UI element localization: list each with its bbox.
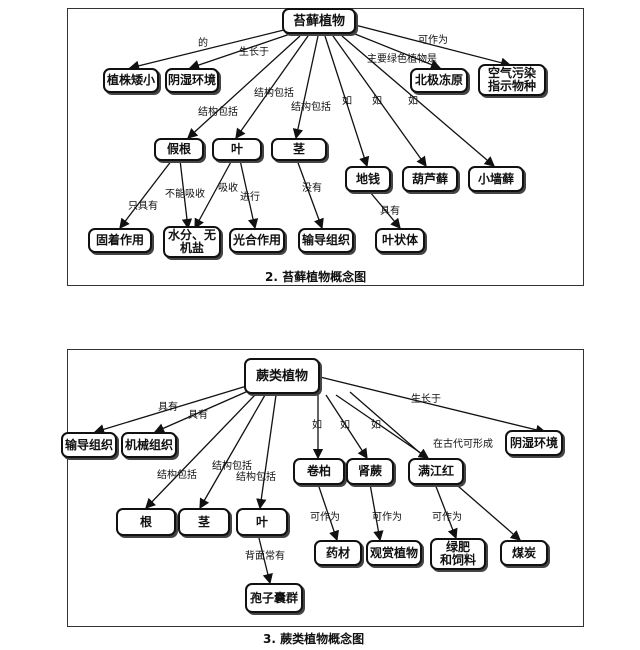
label-back-often: 背面常有 xyxy=(245,551,285,562)
fern-figure-caption: 3. 蕨类植物概念图 xyxy=(263,632,365,646)
label-de: 的 xyxy=(198,38,208,49)
label-fern-structure-3: 结构包括 xyxy=(236,472,276,483)
node-photosynthesis: 光合作用 xyxy=(229,228,285,253)
node-moss-stem: 茎 xyxy=(271,138,327,161)
fern-concept-map-panel xyxy=(67,349,584,627)
node-coal: 煤炭 xyxy=(500,540,548,566)
node-ornamental: 观赏植物 xyxy=(366,540,422,566)
label-cannot-absorb: 不能吸收 xyxy=(165,189,205,200)
label-structure-1: 结构包括 xyxy=(198,107,238,118)
node-anchoring: 固着作用 xyxy=(88,228,152,253)
moss-root-node: 苔藓植物 xyxy=(282,8,356,34)
node-mechanical-tissue: 机械组织 xyxy=(121,432,177,458)
label-fern-grows-in: 生长于 xyxy=(411,394,441,405)
label-fern-has-1: 具有 xyxy=(158,402,178,413)
moss-figure-caption: 2. 苔藓植物概念图 xyxy=(265,270,367,284)
label-fern-has-2: 具有 xyxy=(188,410,208,421)
label-fern-such-as-3: 如 xyxy=(371,420,381,431)
label-absorb: 吸收 xyxy=(218,183,238,194)
node-medicine: 药材 xyxy=(314,540,362,566)
node-fern-shade-environment: 阴湿环境 xyxy=(505,430,563,456)
label-perform: 进行 xyxy=(240,192,260,203)
label-fern-can-be-3: 可作为 xyxy=(432,512,462,523)
label-can-be: 可作为 xyxy=(418,35,448,46)
node-moss-leaf: 叶 xyxy=(212,138,262,161)
node-thallus: 叶状体 xyxy=(375,228,425,253)
node-arctic-tundra: 北极冻原 xyxy=(410,68,468,93)
node-wall-moss: 小墙藓 xyxy=(468,166,524,192)
node-fern-stem: 茎 xyxy=(178,508,230,536)
node-water-minerals: 水分、无 机盐 xyxy=(163,226,221,258)
label-fern-structure-1: 结构包括 xyxy=(157,470,197,481)
label-fern-can-be-2: 可作为 xyxy=(372,512,402,523)
label-only-has: 只具有 xyxy=(128,201,158,212)
node-azolla: 满江红 xyxy=(408,458,464,485)
node-moss-vascular-tissue: 输导组织 xyxy=(298,228,354,253)
node-selaginella: 卷柏 xyxy=(293,458,345,485)
node-short-plant: 植株矮小 xyxy=(103,68,159,93)
label-such-as-1: 如 xyxy=(342,96,352,107)
label-such-as-2: 如 xyxy=(372,96,382,107)
node-shade-environment: 阴湿环境 xyxy=(165,68,219,93)
label-none: 没有 xyxy=(302,183,322,194)
label-main-green-plant: 主要绿色植物是 xyxy=(367,54,437,65)
fern-root-node: 蕨类植物 xyxy=(244,358,320,394)
label-has: 具有 xyxy=(380,206,400,217)
label-grows-in: 生长于 xyxy=(239,47,269,58)
label-fern-can-be-1: 可作为 xyxy=(310,512,340,523)
label-fern-such-as-1: 如 xyxy=(312,420,322,431)
label-fern-structure-2: 结构包括 xyxy=(212,461,252,472)
node-pseudo-root: 假根 xyxy=(154,138,204,161)
node-fern-vascular-tissue: 输导组织 xyxy=(61,432,117,458)
label-structure-3: 结构包括 xyxy=(291,102,331,113)
node-nephrolepis: 肾蕨 xyxy=(346,458,394,485)
node-fern-leaf: 叶 xyxy=(236,508,288,536)
node-funaria: 葫芦藓 xyxy=(402,166,458,192)
label-ancient-formation: 在古代可形成 xyxy=(433,439,493,450)
label-fern-such-as-2: 如 xyxy=(340,420,350,431)
node-fern-root: 根 xyxy=(116,508,176,536)
label-such-as-3: 如 xyxy=(408,96,418,107)
node-fertilizer-feed: 绿肥 和饲料 xyxy=(430,538,486,570)
node-marchantia: 地钱 xyxy=(345,166,391,192)
label-structure-2: 结构包括 xyxy=(254,88,294,99)
node-pollution-indicator: 空气污染 指示物种 xyxy=(478,64,546,96)
node-sori: 孢子囊群 xyxy=(245,583,303,613)
